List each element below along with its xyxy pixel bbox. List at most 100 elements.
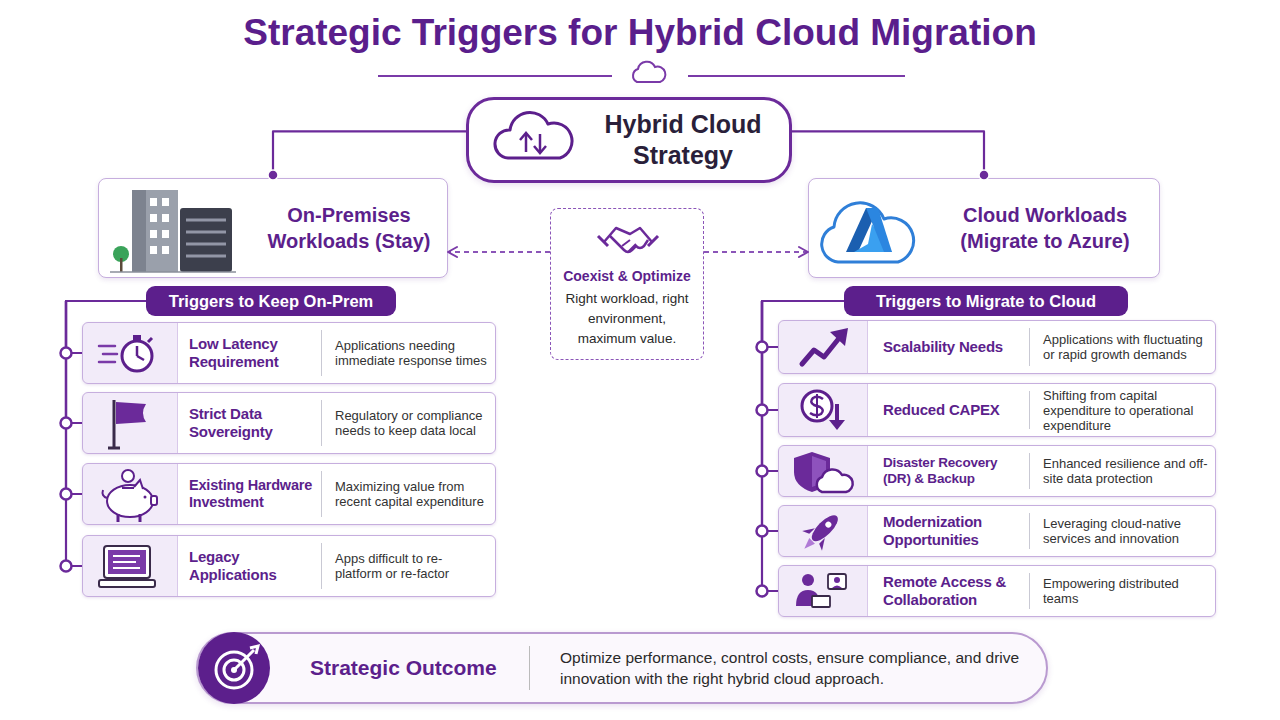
node-body: Maximizing value from recent capital exp… <box>321 471 489 517</box>
piggy-bank-icon <box>139 514 142 522</box>
diagram-title: Strategic Triggers for Hybrid Cloud Migr… <box>0 8 1280 58</box>
title-rule <box>688 75 905 77</box>
cost-down-icon <box>802 391 845 430</box>
stopwatch-icon <box>99 335 152 371</box>
coexist-box: Coexist & OptimizeRight workload, right … <box>550 208 704 360</box>
connector-ring <box>61 348 72 359</box>
node-body: Regulatory or compliance needs to keep d… <box>321 400 489 446</box>
monitor-icon <box>113 555 140 557</box>
strategy-box: Hybrid Cloud Strategy <box>466 97 792 183</box>
piggy-bank-icon <box>103 490 108 498</box>
shield-cloud-icon <box>817 469 853 492</box>
trigger-card: Reduced CAPEXShifting from capital expen… <box>778 383 1216 437</box>
monitor-icon <box>113 561 136 563</box>
connector-dot <box>979 170 989 180</box>
building-icon <box>186 243 226 246</box>
connector-ring <box>757 466 768 477</box>
remote-work-icon <box>802 574 814 586</box>
title-rule <box>378 62 905 82</box>
building-icon <box>186 231 226 234</box>
rocket-icon <box>801 538 814 551</box>
monitor-icon <box>99 580 155 587</box>
piggy-bank-icon <box>134 480 143 489</box>
stopwatch-icon <box>133 335 141 340</box>
remote-work-icon <box>812 596 830 607</box>
cloud-sync-icon <box>539 134 542 152</box>
node-heading: Legacy Applications <box>189 536 319 596</box>
node-heading: Low Latency Requirement <box>189 323 319 383</box>
target-icon <box>250 646 258 654</box>
flag-icon <box>116 402 146 424</box>
node-heading: Triggers to Migrate to Cloud <box>876 292 1096 311</box>
title-rule <box>378 75 612 77</box>
node-body: Leveraging cloud-native services and inn… <box>1029 513 1209 549</box>
connector <box>792 131 984 178</box>
title-rule <box>633 62 665 82</box>
node-body: Empowering distributed teams <box>1029 573 1209 609</box>
node-heading: Scalability Needs <box>883 321 1025 373</box>
piggy-bank-icon <box>103 470 158 522</box>
connector <box>762 301 844 531</box>
node-body: Right workload, right environment, maxim… <box>563 289 691 349</box>
node-heading: Cloud Workloads (Migrate to Azure) <box>937 179 1153 277</box>
cost-down-icon <box>816 394 818 418</box>
building-icon <box>150 214 157 222</box>
building-icon <box>132 190 178 272</box>
cost-down-icon <box>802 391 832 421</box>
node-heading: Remote Access & Collaboration <box>883 566 1025 616</box>
connector-ring <box>757 526 768 537</box>
outcome-banner: Strategic OutcomeOptimize performance, c… <box>196 632 1048 704</box>
growth-arrow-icon <box>802 328 848 364</box>
connector-ring <box>757 586 768 597</box>
node-heading: Strategic Outcome <box>310 634 520 702</box>
connector <box>762 301 844 410</box>
rocket-icon <box>817 538 830 551</box>
building-icon <box>110 271 236 273</box>
cloud-sync-icon <box>495 112 572 158</box>
connector <box>704 251 808 253</box>
stopwatch-icon <box>137 356 144 360</box>
building-icon <box>186 255 226 258</box>
monitor-icon <box>99 546 155 587</box>
building-icon <box>162 214 169 222</box>
stopwatch-icon <box>103 353 117 356</box>
building-icon <box>132 190 146 272</box>
remote-work-icon <box>796 574 846 607</box>
cloud-sync-icon <box>520 133 532 140</box>
building-icon <box>162 230 169 238</box>
node-heading: Coexist & Optimize <box>555 267 699 285</box>
trigger-card: Strict Data SovereigntyRegulatory or com… <box>82 392 496 454</box>
handshake-icon <box>648 236 658 246</box>
building-icon <box>186 219 226 222</box>
rocket-icon <box>808 511 842 545</box>
piggy-bank-icon <box>107 485 153 517</box>
node-heading: Reduced CAPEX <box>883 384 1025 436</box>
remote-work-icon <box>828 574 846 589</box>
target-icon <box>198 632 270 704</box>
target-icon <box>198 632 270 704</box>
node-heading: Strict Data Sovereignty <box>189 393 319 453</box>
node-body: Optimize performance, control costs, ens… <box>529 646 1026 690</box>
building-icon <box>150 230 157 238</box>
azure-cloud-icon <box>866 208 892 252</box>
connector <box>448 251 550 253</box>
trigger-card: Scalability NeedsApplications with fluct… <box>778 320 1216 374</box>
stopwatch-icon <box>136 346 139 356</box>
handshake-icon <box>610 236 648 252</box>
connector-ring <box>61 561 72 572</box>
stopwatch-icon <box>148 338 152 342</box>
node-heading: Existing Hardware Investment <box>189 464 319 524</box>
building-icon <box>162 246 169 254</box>
handshake-icon <box>598 236 608 246</box>
shield-cloud-icon <box>794 452 853 492</box>
building-icon <box>150 198 157 206</box>
piggy-bank-icon <box>117 514 120 522</box>
rocket-icon <box>794 506 846 558</box>
stopwatch-icon <box>99 345 115 348</box>
node-heading: On-Premises Workloads (Stay) <box>257 179 441 277</box>
piggy-bank-icon <box>151 496 157 505</box>
azure-cloud-icon <box>822 203 914 262</box>
connector <box>66 301 146 494</box>
